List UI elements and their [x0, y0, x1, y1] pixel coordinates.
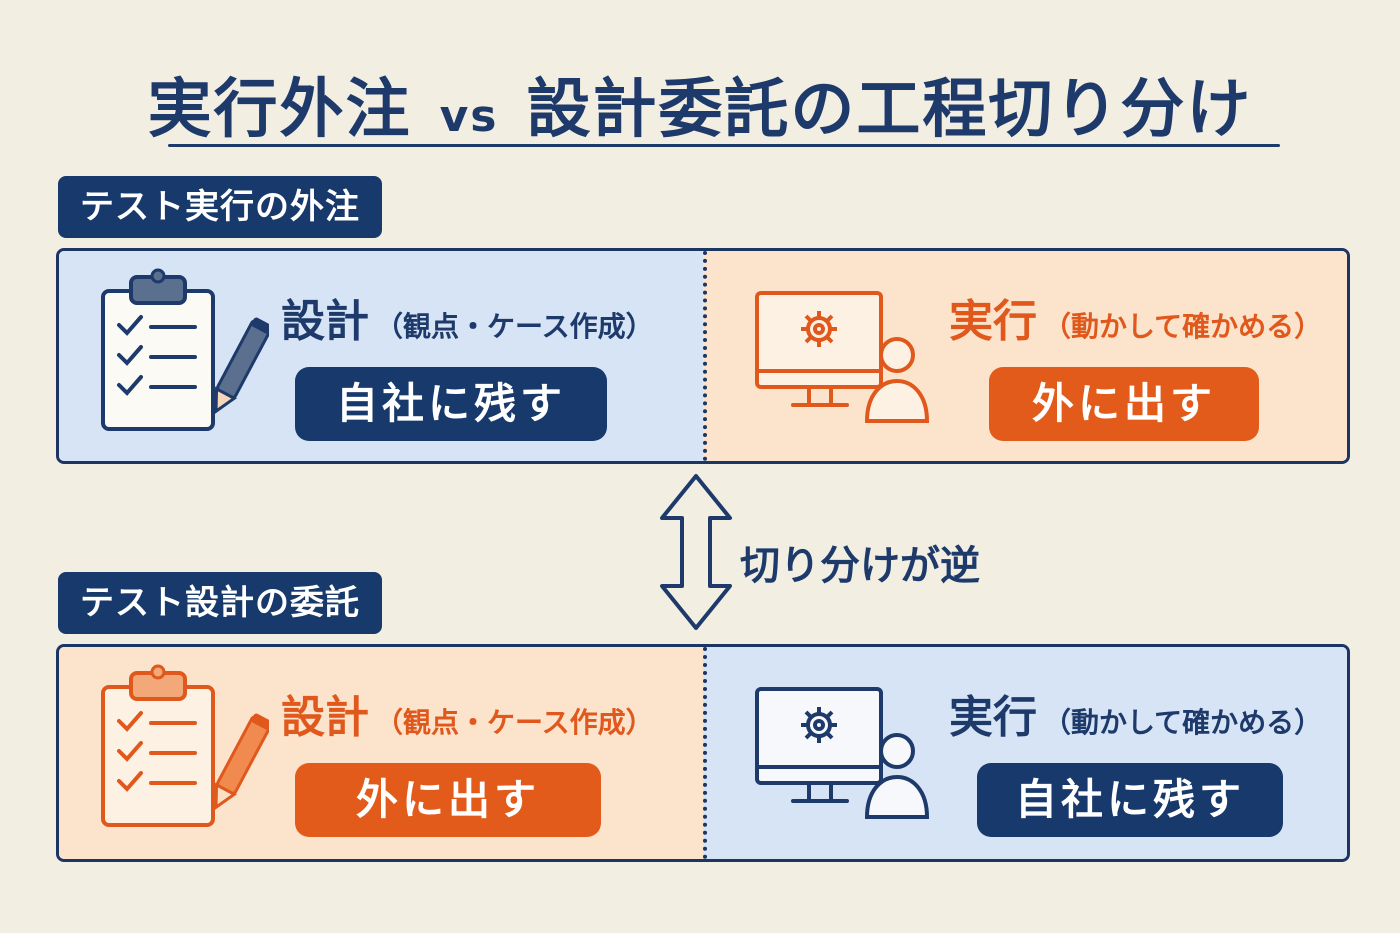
page-title: 実行外注 vs 設計委託の工程切り分け [0, 58, 1400, 150]
design-heading-text: 設計 [281, 692, 369, 743]
design-cell: 設計（観点・ケース作成） 外に出す [59, 647, 703, 859]
outsource-badge: 外に出す [989, 367, 1259, 441]
design-subheading: （観点・ケース作成） [375, 706, 654, 739]
execution-heading-text: 実行 [949, 296, 1037, 347]
execution-heading-text: 実行 [949, 692, 1037, 743]
title-underline [168, 144, 1280, 147]
section-label-execution-outsourcing: テスト実行の外注 [58, 176, 382, 238]
execution-cell: 実行（動かして確かめる） 自社に残す [703, 647, 1347, 859]
pencil-icon [214, 713, 269, 811]
dotted-divider [703, 251, 707, 461]
title-left: 実行外注 [147, 73, 412, 147]
monitor-gear-icon [755, 291, 930, 423]
design-cell: 設計（観点・ケース作成） 自社に残す [59, 251, 703, 461]
monitor-gear-icon [755, 687, 930, 819]
clipboard-checklist-icon [101, 664, 215, 827]
title-vs: vs [439, 91, 499, 142]
execution-subheading: （動かして確かめる） [1043, 706, 1323, 739]
panel-execution-outsourcing: 設計（観点・ケース作成） 自社に残す 実行（動かして確かめる） 外に出す [56, 248, 1350, 464]
title-right: 設計委託の工程切り分け [526, 73, 1253, 147]
pencil-icon [214, 317, 269, 415]
keep-in-house-badge: 自社に残す [977, 763, 1283, 837]
design-heading: 設計（観点・ケース作成） [281, 681, 654, 745]
clipboard-checklist-icon [101, 268, 215, 431]
outsource-badge: 外に出す [295, 763, 601, 837]
design-subheading: （観点・ケース作成） [375, 310, 654, 343]
double-arrow-icon [660, 474, 732, 630]
design-heading: 設計（観点・ケース作成） [281, 285, 654, 349]
execution-heading: 実行（動かして確かめる） [949, 285, 1322, 349]
execution-subheading: （動かして確かめる） [1043, 310, 1323, 343]
section-label-design-delegation: テスト設計の委託 [58, 572, 382, 634]
panel-design-delegation: 設計（観点・ケース作成） 外に出す 実行（動かして確かめる） 自社に残す [56, 644, 1350, 862]
keep-in-house-badge: 自社に残す [295, 367, 607, 441]
design-heading-text: 設計 [281, 296, 369, 347]
execution-cell: 実行（動かして確かめる） 外に出す [703, 251, 1347, 461]
execution-heading: 実行（動かして確かめる） [949, 681, 1322, 745]
dotted-divider [703, 647, 707, 859]
swap-label: 切り分けが逆 [740, 543, 980, 589]
